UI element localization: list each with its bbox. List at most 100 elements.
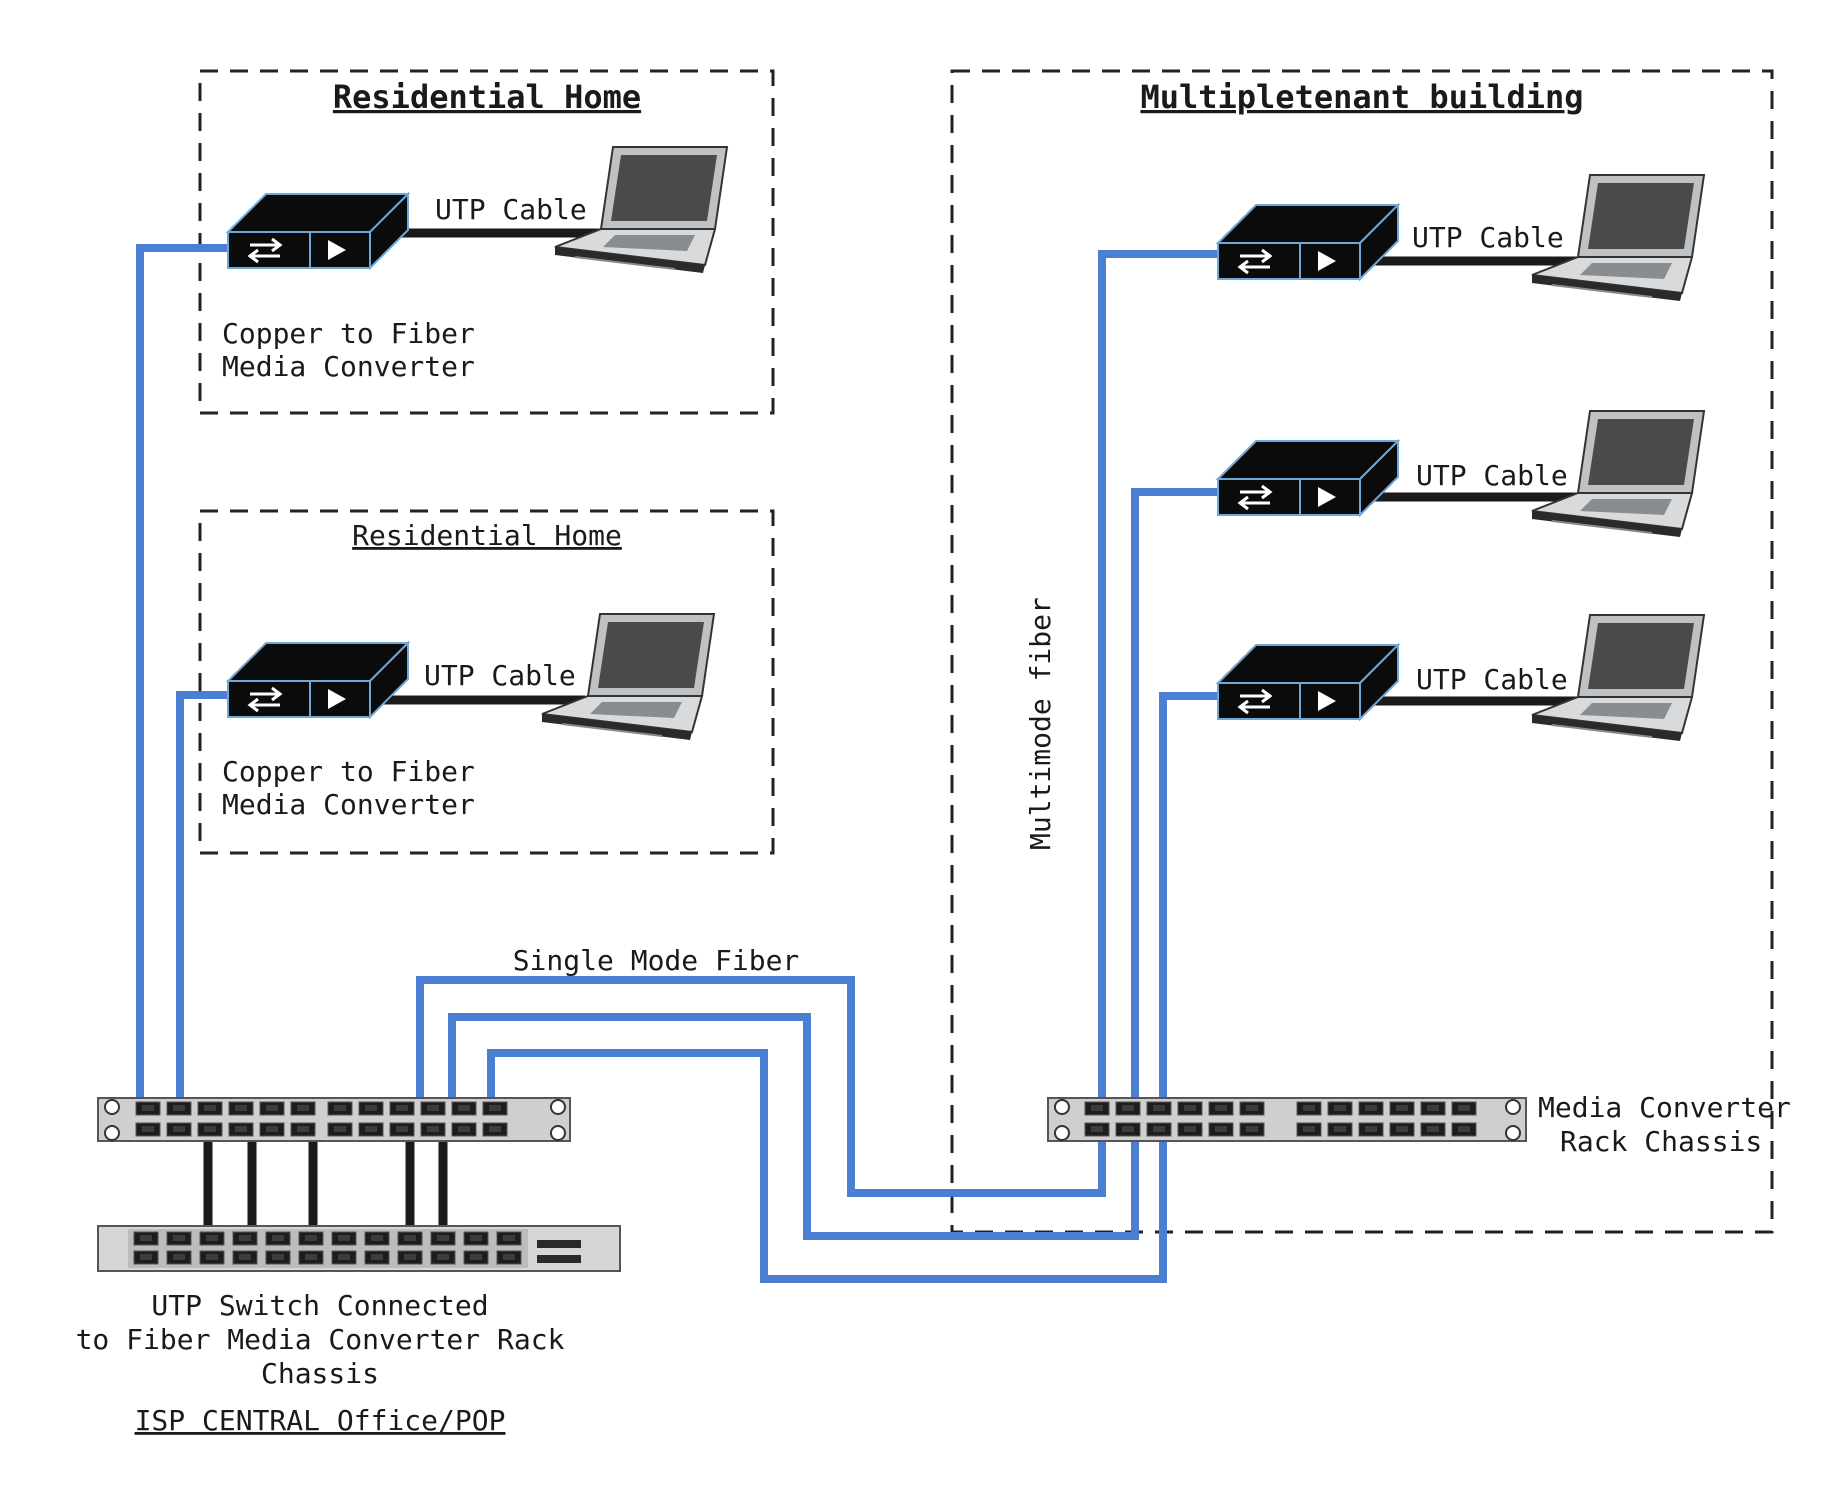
rack-port [482, 1101, 508, 1116]
media-converter-icon [1216, 643, 1400, 721]
rack-port [228, 1122, 254, 1137]
rack-port [1451, 1101, 1477, 1116]
rack-port [166, 1101, 192, 1116]
multitenant-building-title: Multipletenant building [1140, 78, 1583, 116]
rack-chassis-icon [1047, 1097, 1527, 1142]
rack-port [290, 1122, 316, 1137]
rack-port [135, 1122, 161, 1137]
rack-port [1115, 1101, 1141, 1116]
rack-port [451, 1122, 477, 1137]
single-mode-fiber-label: Single Mode Fiber [513, 944, 800, 977]
rack-port [482, 1122, 508, 1137]
rack-port [451, 1101, 477, 1116]
media-converter-icon [1216, 203, 1400, 281]
rack-port [197, 1101, 223, 1116]
rack-port [1084, 1122, 1110, 1137]
converter-label-line-2: Media Converter [222, 350, 475, 383]
rack-port [232, 1231, 258, 1246]
rack-port [1115, 1122, 1141, 1137]
multimode-fiber-label: Multimode fiber [1024, 597, 1057, 850]
rack-port [1420, 1122, 1446, 1137]
rack-port [1146, 1122, 1172, 1137]
rack-port [331, 1250, 357, 1265]
rack-port [1420, 1101, 1446, 1116]
rack-chassis-label-line-1: Media Converter [1538, 1091, 1791, 1124]
rack-port [358, 1101, 384, 1116]
rack-port [133, 1231, 159, 1246]
rack-port [496, 1250, 522, 1265]
rack-port [166, 1231, 192, 1246]
rack-port [1296, 1101, 1322, 1116]
rack-port [1389, 1122, 1415, 1137]
rack-port [228, 1101, 254, 1116]
rack-port [496, 1231, 522, 1246]
utp-cable-label: UTP Cable [435, 193, 587, 226]
fiber-link-residential-2 [176, 691, 230, 1103]
rack-port [135, 1101, 161, 1116]
single-mode-fiber-1 [416, 976, 1106, 1197]
rack-port [199, 1231, 225, 1246]
utp-cable-label: UTP Cable [1412, 221, 1564, 254]
rack-port [1358, 1101, 1384, 1116]
rack-port [1177, 1101, 1203, 1116]
rack-port [430, 1250, 456, 1265]
switch-label-line-3: Chassis [261, 1357, 379, 1390]
rack-port [232, 1250, 258, 1265]
rack-port [259, 1122, 285, 1137]
rack-port [1239, 1101, 1265, 1116]
rack-port [389, 1122, 415, 1137]
fiber-link-tenant-2 [1131, 488, 1218, 1098]
rack-port [133, 1250, 159, 1265]
rack-port [290, 1101, 316, 1116]
utp-switch-icon [97, 1225, 621, 1272]
rack-port [298, 1231, 324, 1246]
rack-port [364, 1231, 390, 1246]
rack-port [420, 1122, 446, 1137]
rack-port [358, 1122, 384, 1137]
rack-port [166, 1250, 192, 1265]
rack-port [265, 1231, 291, 1246]
residential-home-zone-1 [198, 69, 775, 415]
rack-port [463, 1250, 489, 1265]
rack-port [197, 1122, 223, 1137]
fiber-link-residential-1 [136, 244, 228, 1103]
rack-port [1208, 1122, 1234, 1137]
rack-port [298, 1250, 324, 1265]
rack-port [259, 1101, 285, 1116]
rack-port [364, 1250, 390, 1265]
rack-port [166, 1122, 192, 1137]
rack-port [1177, 1122, 1203, 1137]
rack-port [1327, 1101, 1353, 1116]
switch-label-line-1: UTP Switch Connected [151, 1289, 488, 1322]
patch-cables [203, 1130, 448, 1238]
rack-port [1084, 1101, 1110, 1116]
rack-chassis-icon [97, 1097, 571, 1142]
rack-port [1239, 1122, 1265, 1137]
rack-chassis-label-line-2: Rack Chassis [1560, 1125, 1762, 1158]
rack-port [1389, 1101, 1415, 1116]
media-converter-icon [1216, 439, 1400, 517]
rack-port [430, 1231, 456, 1246]
media-converter-icon [226, 192, 410, 270]
utp-cable-label: UTP Cable [1416, 663, 1568, 696]
switch-label-line-2: to Fiber Media Converter Rack [76, 1323, 565, 1356]
rack-port [397, 1250, 423, 1265]
central-office-caption: ISP CENTRAL Office/POP [135, 1404, 506, 1437]
residential-home-title-1: Residential Home [333, 78, 641, 116]
single-mode-fiber-3 [487, 1049, 1167, 1283]
fiber-link-tenant-3 [1159, 692, 1218, 1098]
rack-port [265, 1250, 291, 1265]
rack-port [327, 1101, 353, 1116]
converter-label-line-1: Copper to Fiber [222, 755, 475, 788]
single-mode-fiber-2 [448, 1013, 1139, 1240]
utp-cable-label: UTP Cable [1416, 459, 1568, 492]
fiber-link-tenant-1 [1098, 250, 1218, 1098]
rack-port [327, 1122, 353, 1137]
rack-port [397, 1231, 423, 1246]
rack-port [1146, 1101, 1172, 1116]
rack-port [1358, 1122, 1384, 1137]
rack-port [1208, 1101, 1234, 1116]
converter-label-line-1: Copper to Fiber [222, 317, 475, 350]
rack-port [420, 1101, 446, 1116]
